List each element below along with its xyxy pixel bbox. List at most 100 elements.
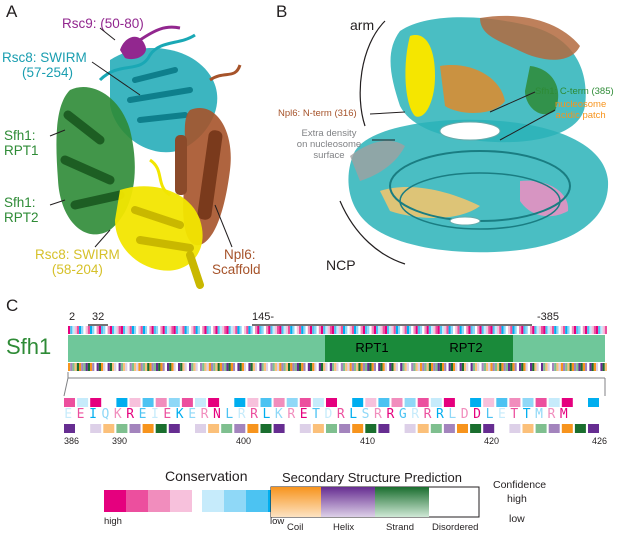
zoom-structure-cell	[181, 424, 193, 433]
zoom-conservation-cell	[548, 398, 560, 407]
residue-401: R	[250, 407, 258, 422]
conservation-cell	[217, 326, 220, 334]
structure-cell	[580, 363, 583, 371]
label-extra-density-line2: on nucleosome	[296, 139, 362, 150]
conservation-cell	[76, 326, 79, 334]
structure-cell	[422, 363, 425, 371]
conservation-cell	[593, 326, 596, 334]
conservation-cell	[376, 326, 379, 334]
conservation-cell	[560, 326, 563, 334]
conservation-cell	[164, 326, 167, 334]
zoom-conservation-cell	[326, 398, 337, 407]
structure-cell	[160, 363, 163, 371]
conservation-cell	[288, 326, 291, 334]
zoom-structure-cell	[299, 424, 311, 433]
structure-cell	[204, 363, 207, 371]
conservation-cell	[503, 326, 506, 334]
structure-cell	[391, 363, 394, 371]
conservation-cell	[422, 326, 425, 334]
residue-411: R	[374, 407, 382, 422]
structure-cell	[543, 363, 546, 371]
structure-cell	[189, 363, 192, 371]
structure-cell	[486, 363, 489, 371]
zoom-conservation-cell	[391, 398, 403, 407]
structure-cell	[450, 363, 453, 371]
conservation-cell	[171, 326, 174, 334]
conservation-cell	[510, 326, 513, 334]
residue-400: R	[237, 407, 246, 422]
conservation-cell	[538, 326, 541, 334]
structure-cell	[497, 363, 500, 371]
conservation-cell	[380, 326, 383, 334]
tick-32: 32	[92, 311, 105, 323]
conservation-cell	[587, 326, 590, 334]
zoom-structure-cell	[155, 424, 167, 433]
residue-416: R	[436, 407, 444, 422]
structure-cell	[197, 363, 200, 371]
conservation-cell	[120, 326, 123, 334]
conservation-cell	[208, 326, 211, 334]
structure-cell	[600, 363, 603, 371]
conservation-cell	[195, 326, 198, 334]
structure-cell	[76, 363, 79, 371]
structure-cell	[257, 363, 260, 371]
conservation-cell	[235, 326, 238, 334]
conservation-cell	[512, 326, 515, 334]
structure-cell	[488, 363, 491, 371]
structure-cell	[316, 363, 319, 371]
conservation-cell	[486, 326, 489, 334]
structure-cell	[296, 363, 299, 371]
structure-cell	[202, 363, 205, 371]
conservation-cell	[103, 326, 106, 334]
seq-num-420: 420	[484, 436, 500, 446]
structure-cell	[552, 363, 555, 371]
conservation-cell	[175, 326, 178, 334]
conservation-cell	[213, 326, 216, 334]
structure-cell	[147, 363, 150, 371]
structure-cell	[415, 363, 418, 371]
residue-403: K	[274, 407, 283, 422]
structure-cell	[162, 363, 165, 371]
conservation-cell	[314, 326, 317, 334]
conservation-cell	[400, 326, 403, 334]
conservation-cell	[349, 326, 352, 334]
conservation-cell	[250, 326, 253, 334]
legend-confidence: Confidence	[493, 479, 547, 491]
structure-cell	[318, 363, 321, 371]
structure-cell	[70, 363, 73, 371]
conservation-cell	[105, 326, 108, 334]
conservation-cell	[565, 326, 568, 334]
conservation-cell	[466, 326, 469, 334]
conservation-cell	[285, 326, 288, 334]
zoom-structure-cell	[496, 424, 508, 433]
residue-418: D	[460, 407, 469, 422]
structure-cell	[105, 363, 108, 371]
seq-num-426: 426	[592, 436, 608, 446]
conservation-cell	[228, 326, 231, 334]
structure-cell	[444, 363, 447, 371]
structure-cell	[398, 363, 401, 371]
conservation-cell	[191, 326, 194, 334]
conservation-cell	[371, 326, 374, 334]
structure-cell	[219, 363, 222, 371]
residue-415: R	[423, 407, 432, 422]
zoom-conservation-cell	[561, 398, 573, 407]
residue-417: L	[448, 407, 457, 422]
conservation-cell	[189, 326, 192, 334]
tick-2: 2	[69, 311, 76, 323]
zoom-structure-cell	[90, 424, 102, 433]
conservation-cell	[552, 326, 555, 334]
conservation-cell	[184, 326, 187, 334]
conservation-cell	[589, 326, 592, 334]
conservation-cell	[420, 326, 423, 334]
structure-cell	[186, 363, 189, 371]
zoom-structure-cell	[522, 424, 534, 433]
structure-cell	[466, 363, 469, 371]
structure-cell	[285, 363, 288, 371]
conservation-cell	[312, 326, 315, 334]
secondary-structure-stripe	[68, 363, 607, 371]
tick-385: -385	[537, 311, 560, 323]
zoom-structure-cell	[234, 424, 246, 433]
strand-swatch	[375, 487, 429, 517]
structure-cell	[167, 363, 170, 371]
